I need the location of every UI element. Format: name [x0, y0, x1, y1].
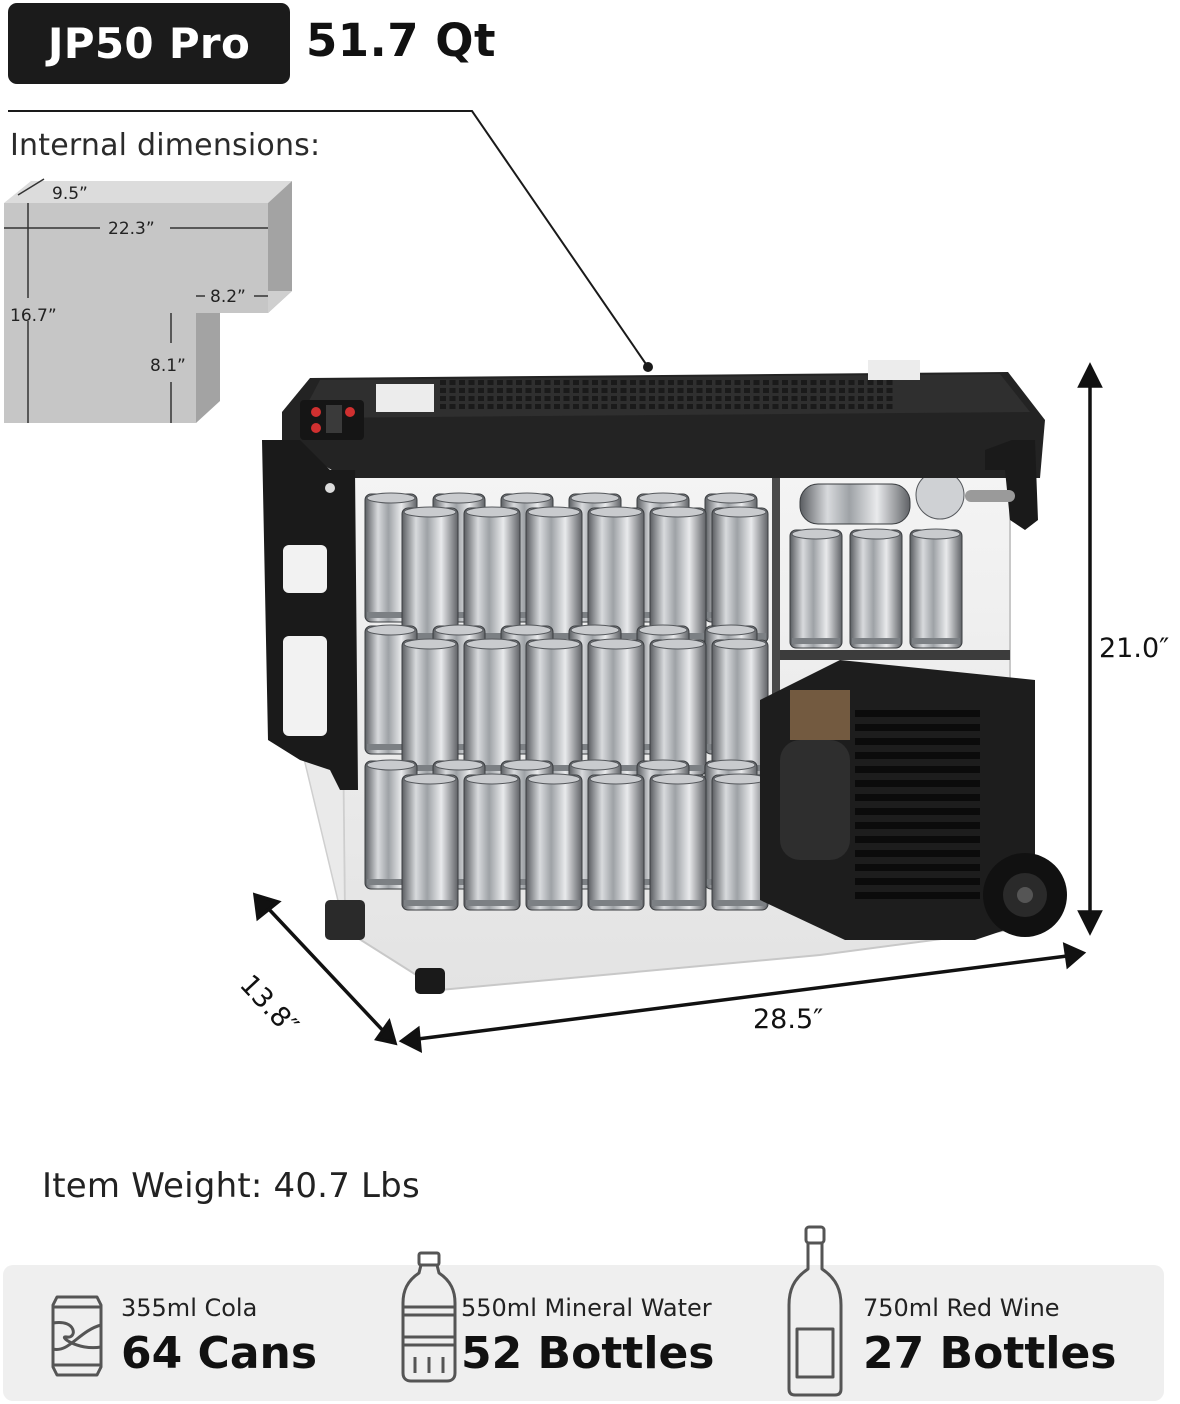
can: [401, 773, 459, 911]
can: [463, 506, 521, 644]
can: [909, 528, 963, 649]
can: [525, 506, 583, 644]
item-weight: Item Weight: 40.7 Lbs: [42, 1166, 420, 1206]
external-height: 21.0″: [1099, 633, 1170, 664]
width-dimension-arrow: [398, 942, 1087, 1053]
can-icon: [51, 1295, 103, 1377]
capacity-panel: 355ml Cola 64 Cans 550ml Mineral Water 5…: [3, 1225, 1164, 1401]
can: [849, 528, 903, 649]
can: [649, 638, 707, 776]
can: [711, 773, 769, 911]
internal-step-width: 8.2”: [210, 287, 246, 307]
internal-dimension-diagram: [4, 178, 292, 423]
can: [789, 528, 843, 649]
wine-count: 27 Bottles: [863, 1328, 1117, 1379]
internal-step-height: 8.1”: [150, 356, 186, 376]
can: [649, 773, 707, 911]
cooler-illustration: [252, 360, 1103, 1053]
internal-dimensions-title: Internal dimensions:: [10, 128, 321, 163]
can: [711, 638, 769, 776]
cola-count: 64 Cans: [121, 1328, 318, 1379]
height-dimension-arrow: [1077, 362, 1103, 936]
wine-label: 750ml Red Wine: [863, 1294, 1060, 1322]
can: [525, 773, 583, 911]
can: [587, 638, 645, 776]
capacity-text: 51.7 Qt: [306, 14, 496, 67]
cola-label: 355ml Cola: [121, 1294, 258, 1322]
wine-bottle-icon: [787, 1225, 843, 1397]
can: [463, 638, 521, 776]
internal-depth: 9.5”: [52, 184, 88, 204]
internal-height: 16.7”: [10, 306, 57, 326]
water-label: 550ml Mineral Water: [461, 1294, 712, 1322]
can: [649, 506, 707, 644]
right-handle: [985, 440, 1038, 530]
can: [525, 638, 583, 776]
capacity-item-water: 550ml Mineral Water 52 Bottles: [383, 1251, 783, 1401]
can: [401, 506, 459, 644]
can: [587, 773, 645, 911]
model-badge: JP50 Pro: [8, 3, 290, 84]
water-count: 52 Bottles: [461, 1328, 715, 1379]
water-bottle-icon: [401, 1251, 457, 1383]
left-handle: [262, 440, 358, 790]
external-width: 28.5″: [753, 1004, 824, 1035]
can: [587, 506, 645, 644]
can: [711, 506, 769, 644]
capacity-item-wine: 750ml Red Wine 27 Bottles: [783, 1225, 1163, 1401]
depth-dimension-arrow: [252, 892, 398, 1046]
can: [401, 638, 459, 776]
model-name: JP50 Pro: [47, 19, 251, 68]
capacity-item-cola: 355ml Cola 64 Cans: [3, 1265, 383, 1401]
can: [463, 773, 521, 911]
internal-width: 22.3”: [108, 219, 155, 239]
